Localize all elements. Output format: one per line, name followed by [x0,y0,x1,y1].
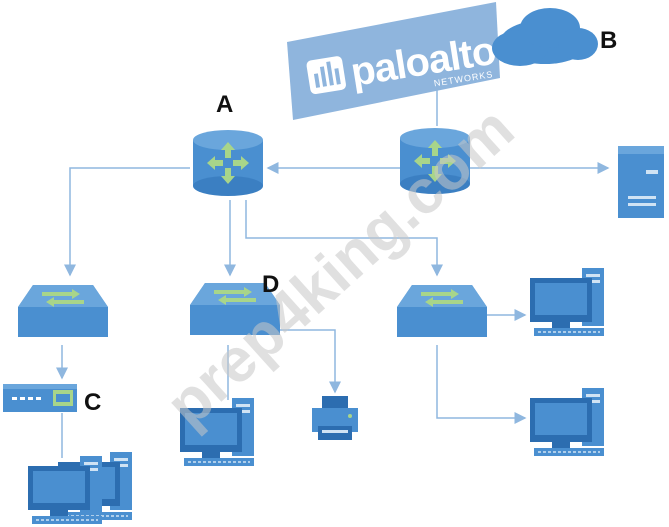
switch-right-icon [397,285,487,337]
link-router-to-switch-right [245,200,443,277]
pc-c-front-icon [27,455,103,525]
pc-cluster-c [27,451,133,525]
paloalto-logo: paloalto NETWORKS [287,2,500,120]
link-switch-d-to-printer [260,329,341,394]
cloud-icon [492,8,598,66]
paloalto-mark-icon [306,56,346,95]
label-c: C [84,389,101,416]
printer-icon [312,396,358,440]
pc-right-top-icon [529,267,605,337]
label-b: B [600,27,617,54]
server-icon [618,146,664,218]
label-a: A [216,91,233,118]
router-a-icon [193,130,263,196]
pc-right-bottom-icon [529,387,605,457]
link-switch-to-pc-bottom [436,345,527,424]
modem-c-icon [3,384,77,412]
link-router-to-switch-left [64,167,190,277]
switch-left-icon [18,285,108,337]
label-d: D [262,271,279,298]
